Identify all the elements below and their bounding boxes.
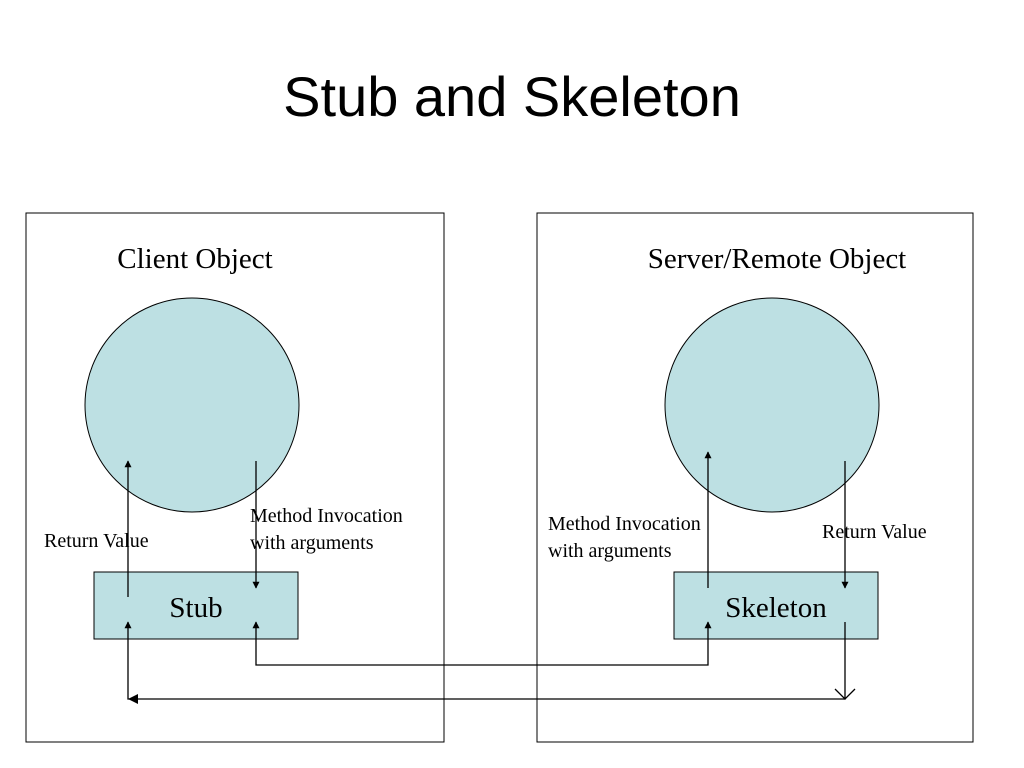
return-path-left-arrowhead: [128, 694, 138, 704]
client-panel: [25, 212, 445, 743]
server-panel: [536, 212, 974, 743]
client-object-circle: [84, 297, 300, 513]
return-path-down-arrowhead: [834, 688, 856, 700]
client-invocation-label-line1: Method Invocation: [250, 505, 403, 527]
client-invocation-label-line2: with arguments: [250, 532, 374, 554]
client-object-label: Client Object: [117, 243, 272, 275]
stub-label: Stub: [169, 592, 222, 624]
skeleton-label: Skeleton: [725, 592, 827, 624]
stub-to-skeleton-invocation-path: [252, 621, 712, 666]
server-invocation-label-line2: with arguments: [548, 540, 672, 562]
server-object-circle: [664, 297, 880, 513]
client-return-value-label: Return Value: [44, 530, 149, 552]
server-return-value-label: Return Value: [822, 521, 927, 543]
server-invocation-label-line1: Method Invocation: [548, 513, 701, 535]
server-object-label: Server/Remote Object: [648, 243, 907, 275]
slide-title: Stub and Skeleton: [283, 65, 741, 128]
skeleton-to-stub-return-path: [124, 621, 846, 700]
